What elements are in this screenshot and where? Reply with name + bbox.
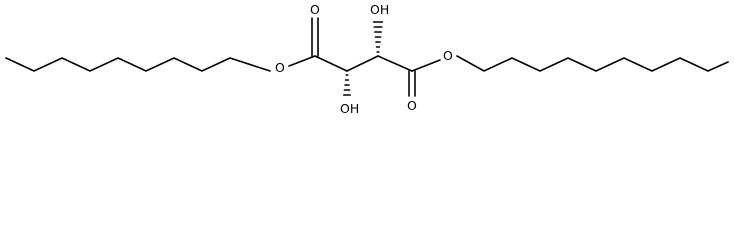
right-octyl-chain	[456, 55, 729, 72]
chemical-structure-diagram: O O OH OH O O	[5, 2, 729, 116]
hydroxyl-bottom-label: OH	[340, 101, 359, 116]
hashed-wedge-bond-bottom	[342, 74, 352, 96]
hashed-wedge-bond-top	[372, 21, 384, 53]
carbonyl-oxygen-right-label: O	[407, 98, 417, 113]
ester-oxygen-left-label: O	[275, 60, 285, 75]
hydroxyl-top-label: OH	[370, 2, 389, 17]
carbonyl-oxygen-left-label: O	[310, 2, 320, 17]
ester-oxygen-right-label: O	[443, 48, 453, 63]
tartrate-backbone-bonds	[314, 55, 413, 72]
right-ester-bonds	[408, 59, 441, 97]
left-ester-bonds	[288, 17, 319, 67]
left-octyl-chain	[5, 57, 271, 72]
